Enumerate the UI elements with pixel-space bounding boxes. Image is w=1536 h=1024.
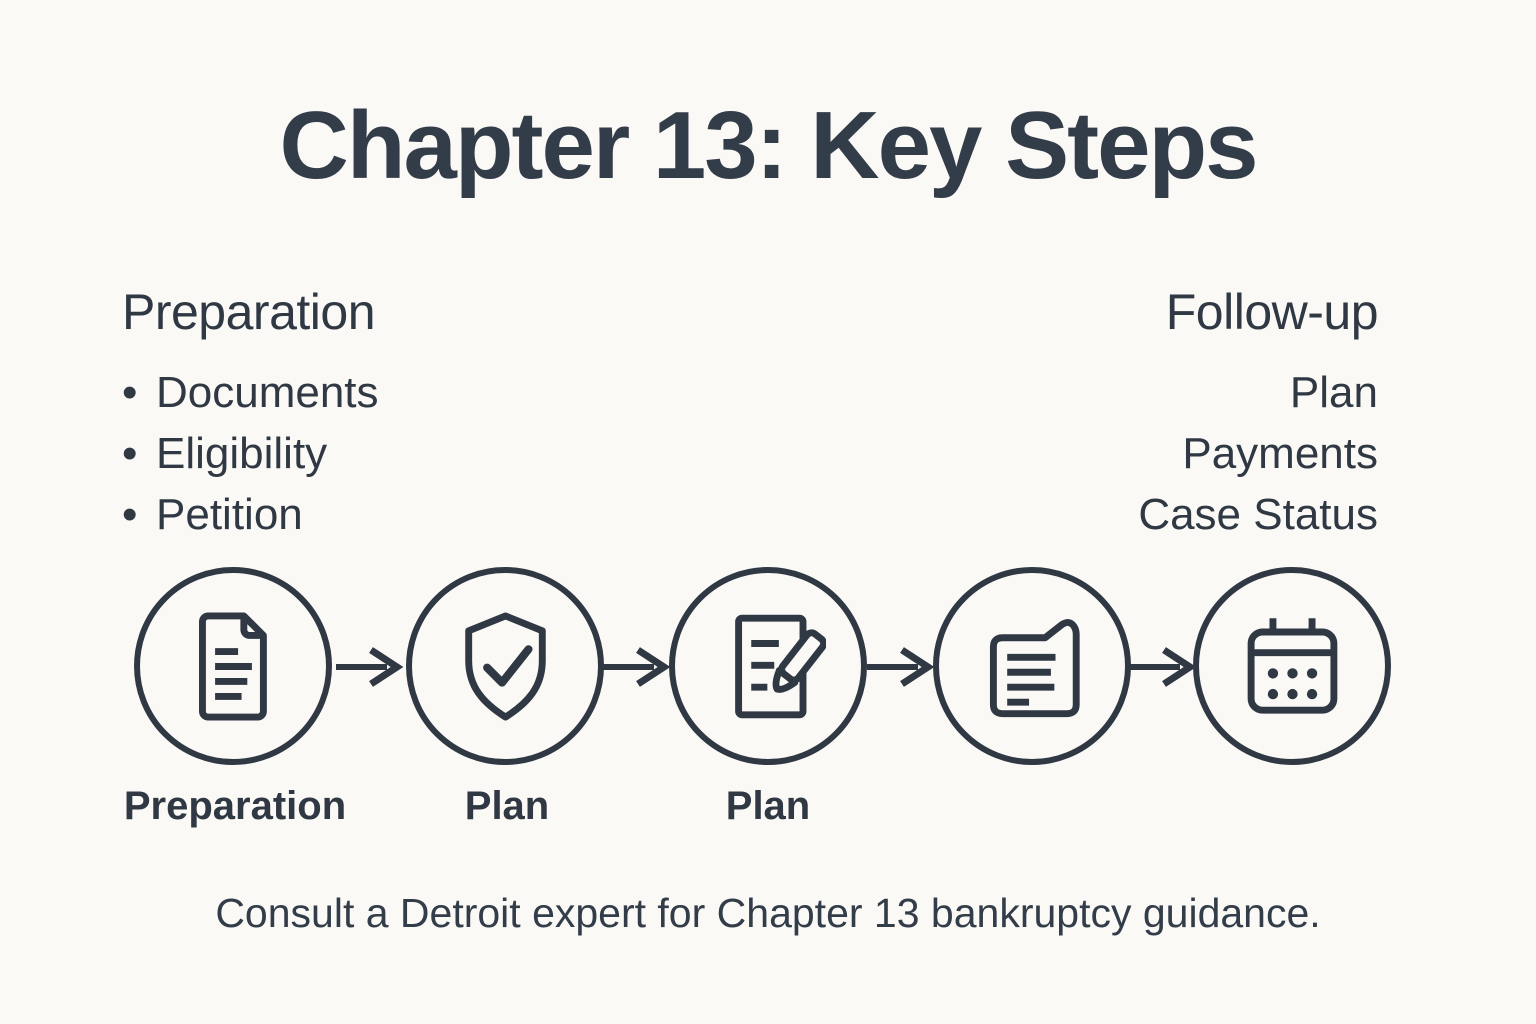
step-circle-plan-2 [669,567,867,765]
note-lines-icon [989,618,1080,717]
step-circle-note [933,567,1131,765]
arrow-right-icon [336,647,404,687]
list-item: Petition [122,484,379,545]
footer-note: Consult a Detroit expert for Chapter 13 … [215,890,1321,936]
calendar-icon [1247,617,1337,714]
arrow-right-icon [1129,647,1197,687]
list-item: Documents [122,362,379,423]
document-icon [198,611,267,721]
list-item: Eligibility [122,423,379,484]
edit-document-icon [734,614,826,718]
followup-heading: Follow-up [1165,284,1379,340]
followup-list: Plan Payments Case Status [1138,362,1378,545]
step-circle-preparation [134,567,332,765]
arrow-right-icon [603,647,671,687]
preparation-heading: Preparation [122,284,375,340]
followup-section: Follow-up Plan Payments Case Status [1138,283,1378,545]
list-item: Payments [1182,429,1378,478]
list-item: Case Status [1138,490,1378,539]
step-label-preparation: Preparation [123,784,347,828]
list-item: Plan [1289,368,1378,417]
step-label-plan-2: Plan [725,784,811,828]
preparation-list: Documents Eligibility Petition [122,362,379,545]
shield-check-icon [464,611,546,721]
step-circle-plan-1 [406,567,604,765]
page-title: Chapter 13: Key Steps [279,92,1258,199]
arrow-right-icon [867,647,935,687]
step-label-plan-1: Plan [464,784,550,828]
step-circle-calendar [1193,567,1391,765]
preparation-section: Preparation Documents Eligibility Petiti… [122,283,379,545]
